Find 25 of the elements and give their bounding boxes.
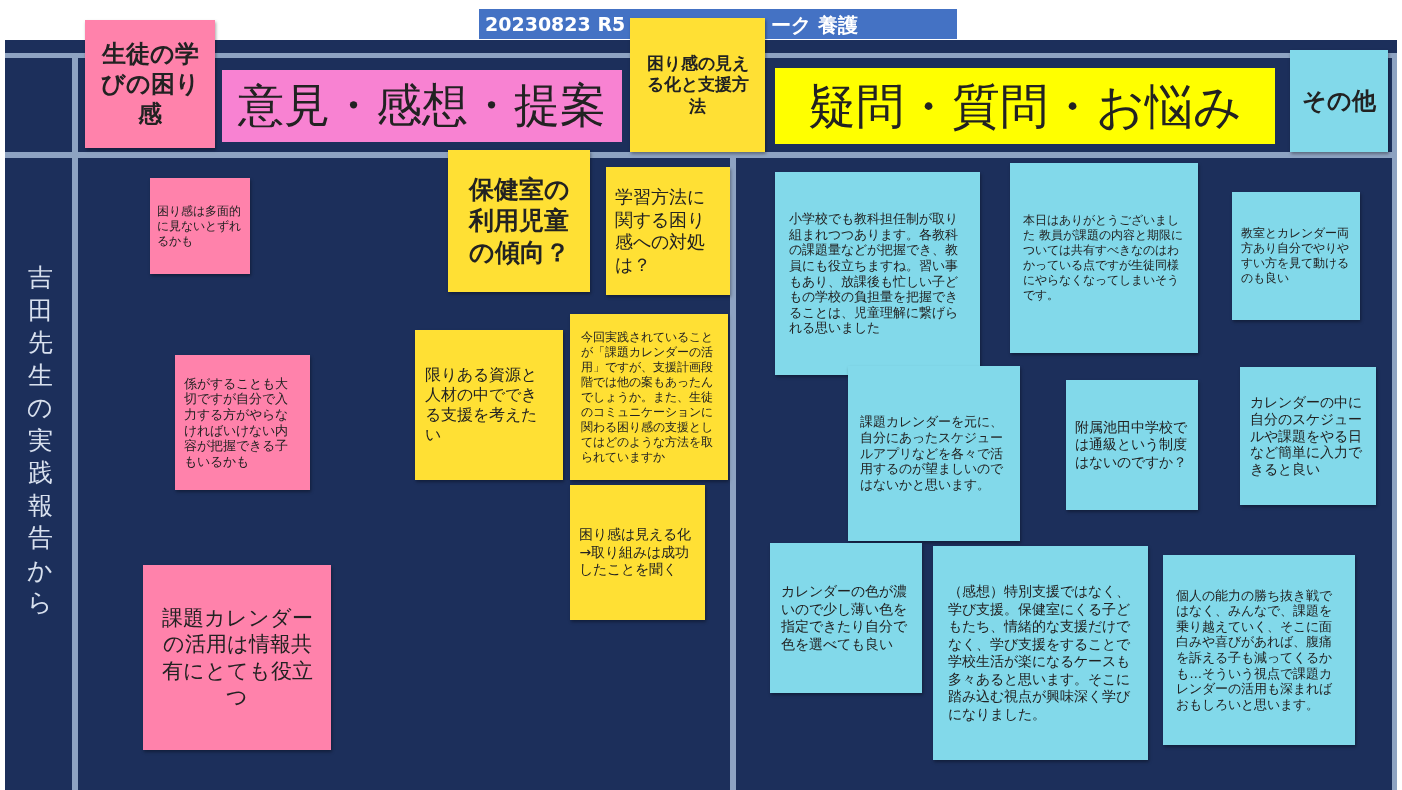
sticky-note: 困り感は多面的に見ないとずれるかも [150,178,250,274]
column-header: 疑問・質問・お悩み [775,68,1275,144]
sticky-note: 学習方法に関する困り感への対処は？ [606,167,730,295]
sticky-note: 小学校でも教科担任制が取り組まれつつあります。各教科の課題量などが把握でき、教員にも役立ちますね。習い事もあり、放課後も忙しい子どもの学校の負担量を把握できることは、児童理解に繋げられる思いました [775,172,980,375]
sticky-note: 困り感は見える化→取り組みは成功したことを聞く [570,485,705,620]
sticky-note: 本日はありがとうございました 教員が課題の内容と期限については共有すべきなのはわかっている点ですが生徒同様にやらなくなってしまいそうです。 [1010,163,1198,353]
column-header: 意見・感想・提案 [222,70,622,142]
sticky-note: 個人の能力の勝ち抜き戦ではなく、みんなで、課題を乗り越えていく、そこに面白みや喜びがあれば、腹痛を訴える子も減ってくるかも…そういう視点で課題カレンダーの活用も深まればおもしろいと思います。 [1163,555,1355,745]
title-text: 20230823 R5 [485,13,626,35]
sticky-note: 保健室の利用児童の傾向？ [448,150,590,292]
sticky-note: 困り感の見える化と支援方法 [630,18,765,152]
sticky-note: （感想）特別支援ではなく、学び支援。保健室にくる子どもたち、情緒的な支援だけでなく、学び支援をすることで学校生活が楽になるケースも多々あると思います。そこに踏み込む視点が興味深く学びになりました。 [933,546,1148,760]
sticky-note: カレンダーの中に自分のスケジュールや課題をやる日など簡単に入力できると良い [1240,367,1376,505]
sticky-note: 附属池田中学校では通級という制度はないのですか？ [1066,380,1198,510]
row-label: 吉田先生の実践報告から [26,262,54,619]
sticky-note: 教室とカレンダー両方あり自分でやりやすい方を見て動けるのも良い [1232,192,1360,320]
sticky-note: 限りある資源と人材の中でできる支援を考えたい [415,330,563,480]
sticky-note: 今回実践されていることが「課題カレンダーの活用」ですが、支援計画段階では他の案もあったんでしょうか。また、生徒のコミュニケーションに関わる困り感の支援としてはどのような方法を取られていますか [570,314,728,480]
sticky-note: 課題カレンダーの活用は情報共有にとても役立つ [143,565,331,750]
sticky-note: 課題カレンダーを元に、自分にあったスケジュールアプリなどを各々で活用するのが望ましいのではないかと思います。 [848,366,1020,541]
title-text: ーク 養護 [771,12,858,39]
sticky-note: その他 [1290,50,1388,152]
sticky-note: カレンダーの色が濃いので少し薄い色を指定できたり自分で色を選べても良い [770,543,922,693]
sticky-note: 係がすることも大切ですが自分で入力する方がやらなければいけない内容が把握できる子もいるかも [175,355,310,490]
sticky-note: 生徒の学びの困り感 [85,20,215,148]
